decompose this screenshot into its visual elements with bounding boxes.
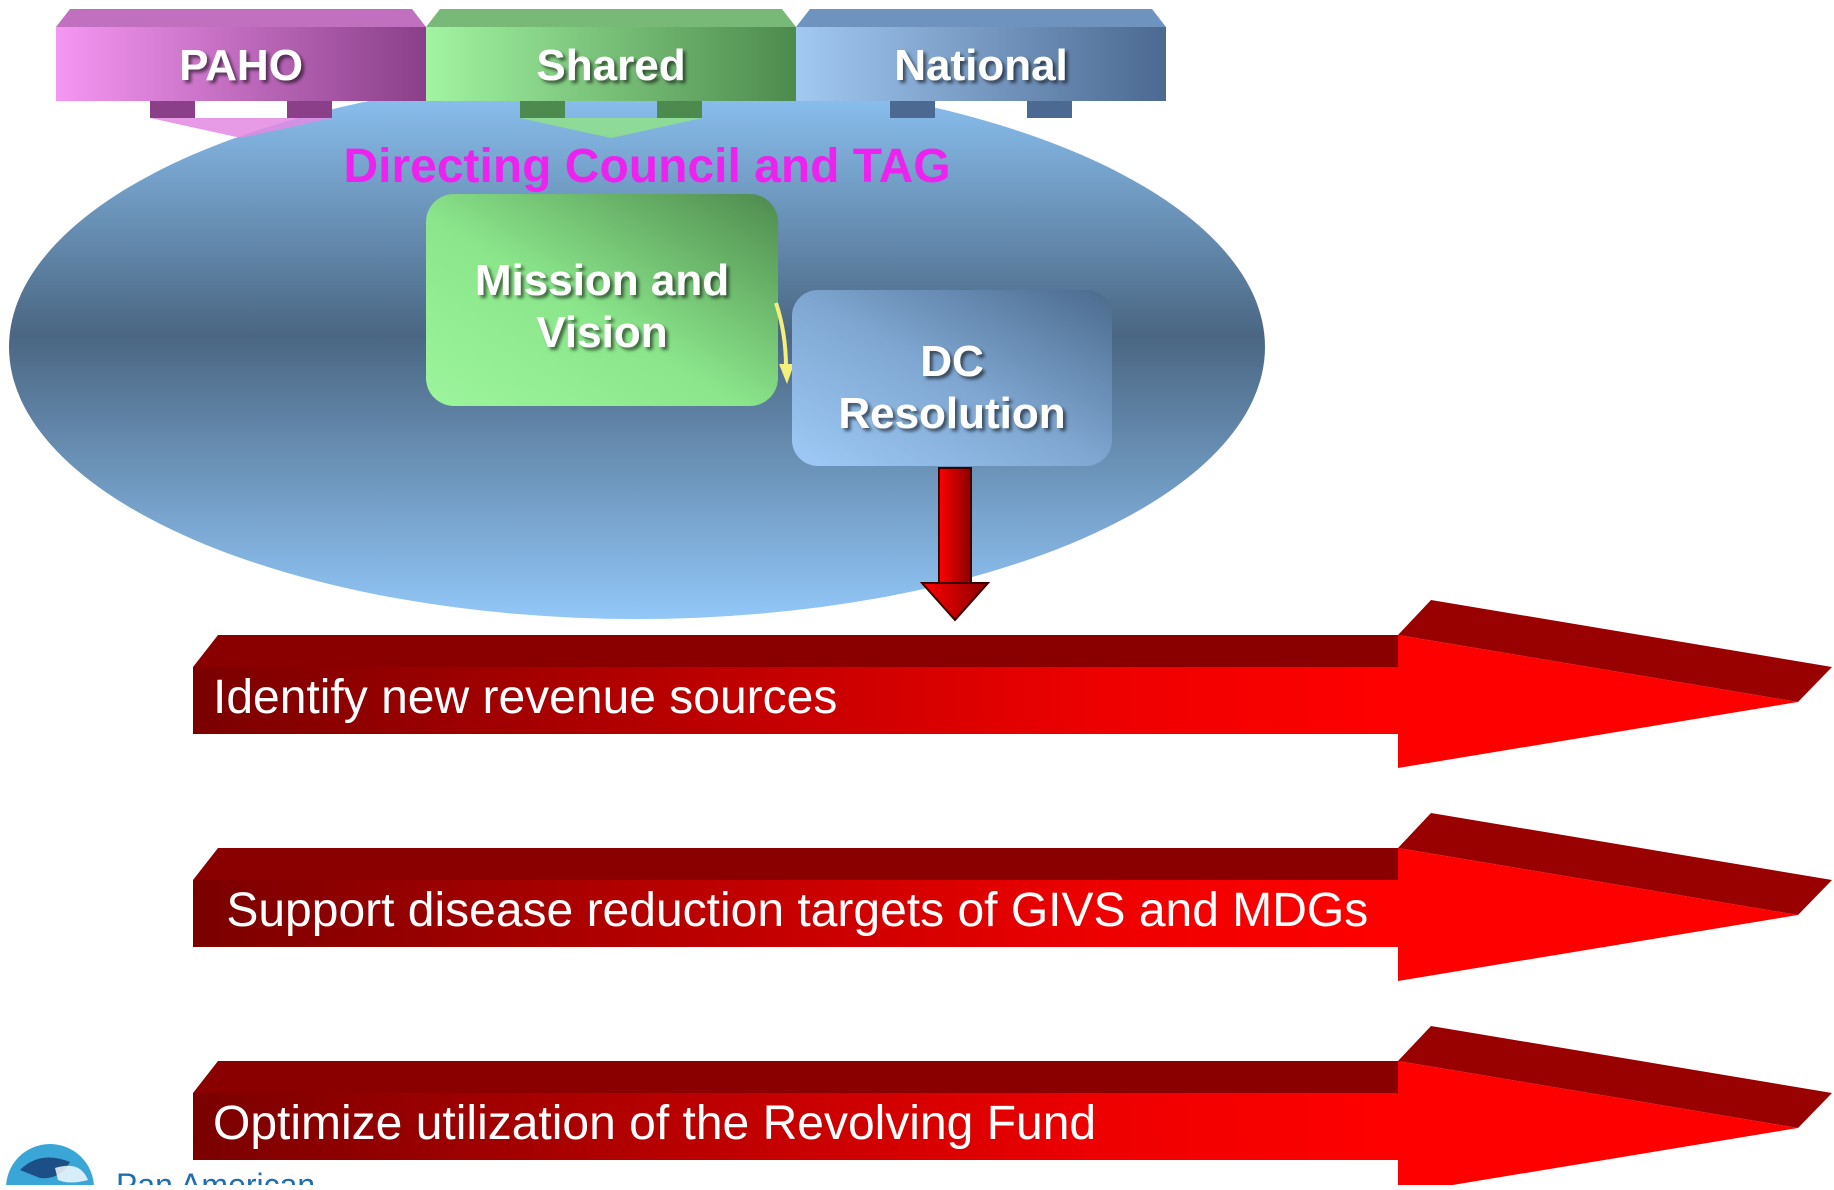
resolution-line1: DC — [920, 337, 984, 386]
arrow-1-text: Identify new revenue sources — [213, 671, 837, 724]
mission-line2: Vision — [536, 308, 667, 357]
dc-resolution-box: DC Resolution — [792, 290, 1112, 466]
mission-line1: Mission and — [475, 256, 729, 305]
tab-shared: Shared — [426, 9, 796, 138]
action-arrow-3: Optimize utilization of the Revolving Fu… — [193, 1026, 1832, 1190]
mission-vision-box: Mission and Vision — [426, 194, 778, 406]
connector-arrow — [774, 302, 794, 384]
resolution-line2: Resolution — [838, 389, 1065, 438]
arrow-2-text: Support disease reduction targets of GIV… — [213, 884, 1368, 937]
paho-logo: Pan American — [6, 1144, 315, 1190]
action-arrow-2: Support disease reduction targets of GIV… — [193, 813, 1832, 981]
council-title: Directing Council and TAG — [343, 140, 950, 193]
action-arrow-1: Identify new revenue sources — [193, 600, 1832, 768]
logo-text: Pan American — [116, 1167, 315, 1185]
tab-shared-label: Shared — [536, 41, 685, 90]
tab-national: National — [796, 9, 1166, 118]
down-arrow — [919, 467, 991, 622]
tab-paho-label: PAHO — [179, 41, 303, 90]
arrow-3-text: Optimize utilization of the Revolving Fu… — [213, 1097, 1096, 1150]
tab-national-label: National — [894, 41, 1068, 90]
tab-paho: PAHO — [56, 9, 426, 138]
